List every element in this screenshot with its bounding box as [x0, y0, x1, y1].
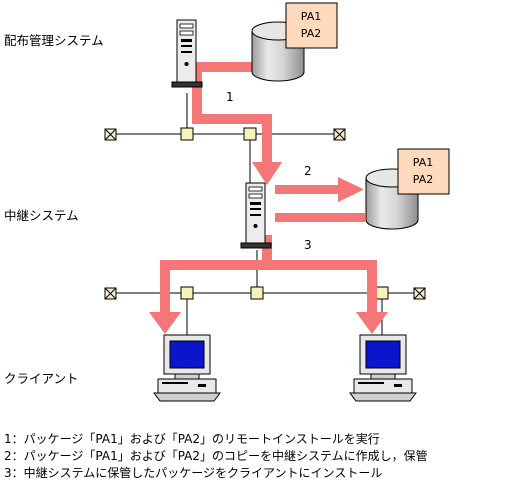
package-box-distribution: PA1 PA2: [285, 2, 338, 49]
note-step-1: 1：パッケージ「PA1」および「PA2」のリモートインストールを実行: [4, 431, 380, 446]
terminator-bottom-right: [413, 287, 426, 300]
step-number-1: 1: [226, 90, 234, 104]
package-label-pa2: PA2: [301, 27, 321, 40]
note-step-3: 3：中継システムに保管したパッケージをクライアントにインストール: [4, 465, 382, 480]
terminator-bottom-left: [104, 287, 117, 300]
step-number-3: 3: [304, 238, 312, 252]
terminator-top-right: [333, 128, 346, 141]
flow-arrows: [149, 62, 388, 334]
label-relay-system: 中継システム: [4, 208, 79, 223]
client-computer-left: [153, 334, 221, 402]
package-label-pa1: PA1: [301, 10, 321, 23]
label-distribution-system: 配布管理システム: [4, 33, 104, 48]
note-step-2: 2：パッケージ「PA1」および「PA2」のコピーを中継システムに作成し，保管: [4, 448, 428, 463]
node-bottom-2: [250, 286, 264, 300]
client-computer-right: [349, 334, 417, 402]
node-bottom-1: [180, 286, 194, 300]
package-box-relay: PA1 PA2: [397, 148, 450, 195]
label-client: クライアント: [4, 371, 79, 386]
distribution-server: [171, 19, 203, 88]
package-label-pa2: PA2: [413, 173, 433, 186]
node-top-1: [180, 127, 194, 141]
package-label-pa1: PA1: [413, 156, 433, 169]
arrow-step-2: [275, 177, 364, 202]
step-number-2: 2: [304, 164, 312, 178]
node-bottom-3: [375, 286, 389, 300]
terminator-top-left: [104, 128, 117, 141]
relay-server: [240, 182, 272, 249]
arrow-step-1: [192, 62, 282, 185]
arrow-step-3: [149, 235, 388, 334]
arrow-step-3-source: [275, 213, 365, 222]
node-top-2: [243, 127, 257, 141]
